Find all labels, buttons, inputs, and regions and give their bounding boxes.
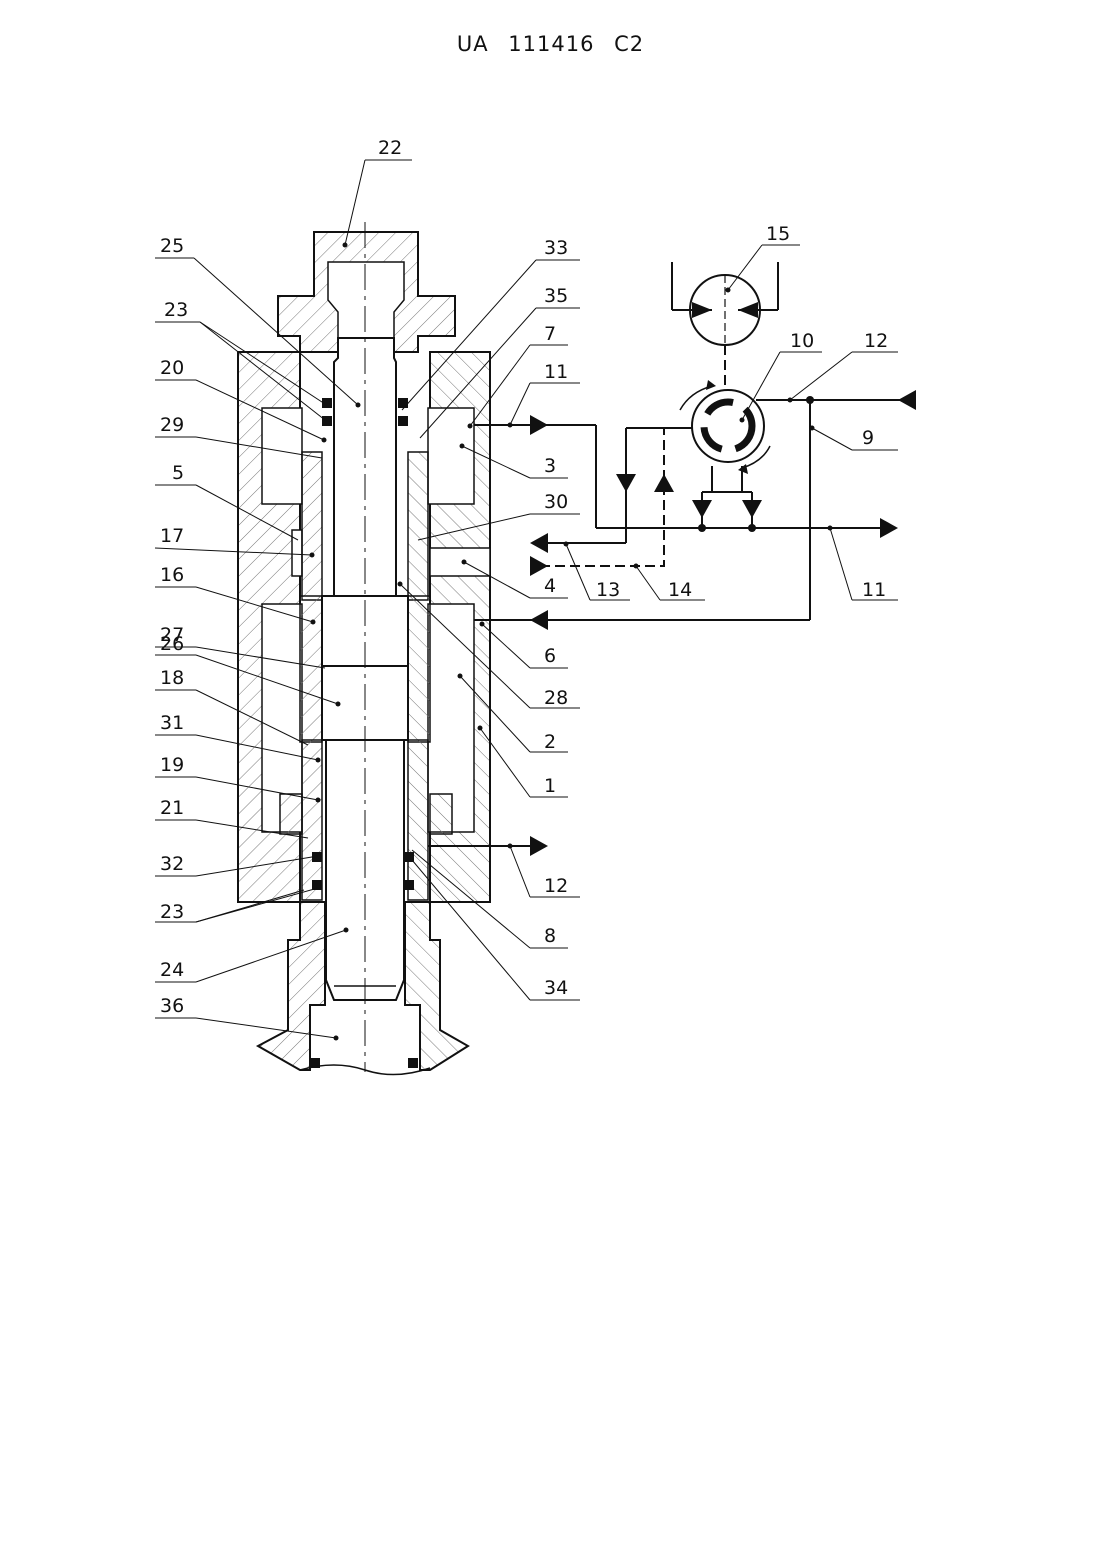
label-29: 29 bbox=[160, 414, 184, 436]
label-4: 4 bbox=[544, 575, 556, 597]
label-36: 36 bbox=[160, 995, 184, 1017]
label-15: 15 bbox=[766, 223, 790, 245]
label-20: 20 bbox=[160, 357, 184, 379]
label-2: 2 bbox=[544, 731, 556, 753]
label-24: 24 bbox=[160, 959, 184, 981]
label-28: 28 bbox=[544, 687, 568, 709]
label-3: 3 bbox=[544, 455, 556, 477]
label-5: 5 bbox=[172, 462, 184, 484]
label-12-top: 12 bbox=[864, 330, 888, 352]
label-32: 32 bbox=[160, 853, 184, 875]
label-14: 14 bbox=[668, 579, 692, 601]
top-cap bbox=[278, 232, 455, 352]
label-21: 21 bbox=[160, 797, 184, 819]
label-11-bottom: 11 bbox=[862, 579, 886, 601]
label-6: 6 bbox=[544, 645, 556, 667]
label-19: 19 bbox=[160, 754, 184, 776]
label-22: 22 bbox=[378, 137, 402, 159]
label-33: 33 bbox=[544, 237, 568, 259]
label-34: 34 bbox=[544, 977, 568, 999]
label-7: 7 bbox=[544, 323, 556, 345]
pump-motor-symbol bbox=[672, 262, 778, 345]
label-12-bottom: 12 bbox=[544, 875, 568, 897]
label-9: 9 bbox=[862, 427, 874, 449]
label-35: 35 bbox=[544, 285, 568, 307]
label-10: 10 bbox=[790, 330, 814, 352]
label-13: 13 bbox=[596, 579, 620, 601]
label-1: 1 bbox=[544, 775, 556, 797]
label-23-bottom: 23 bbox=[160, 901, 184, 923]
label-16: 16 bbox=[160, 564, 184, 586]
label-18: 18 bbox=[160, 667, 184, 689]
label-17: 17 bbox=[160, 525, 184, 547]
label-23-top: 23 bbox=[164, 299, 188, 321]
label-11-top: 11 bbox=[544, 361, 568, 383]
label-31: 31 bbox=[160, 712, 184, 734]
label-30: 30 bbox=[544, 491, 568, 513]
label-25: 25 bbox=[160, 235, 184, 257]
label-8: 8 bbox=[544, 925, 556, 947]
label-26: 26 bbox=[160, 633, 184, 655]
